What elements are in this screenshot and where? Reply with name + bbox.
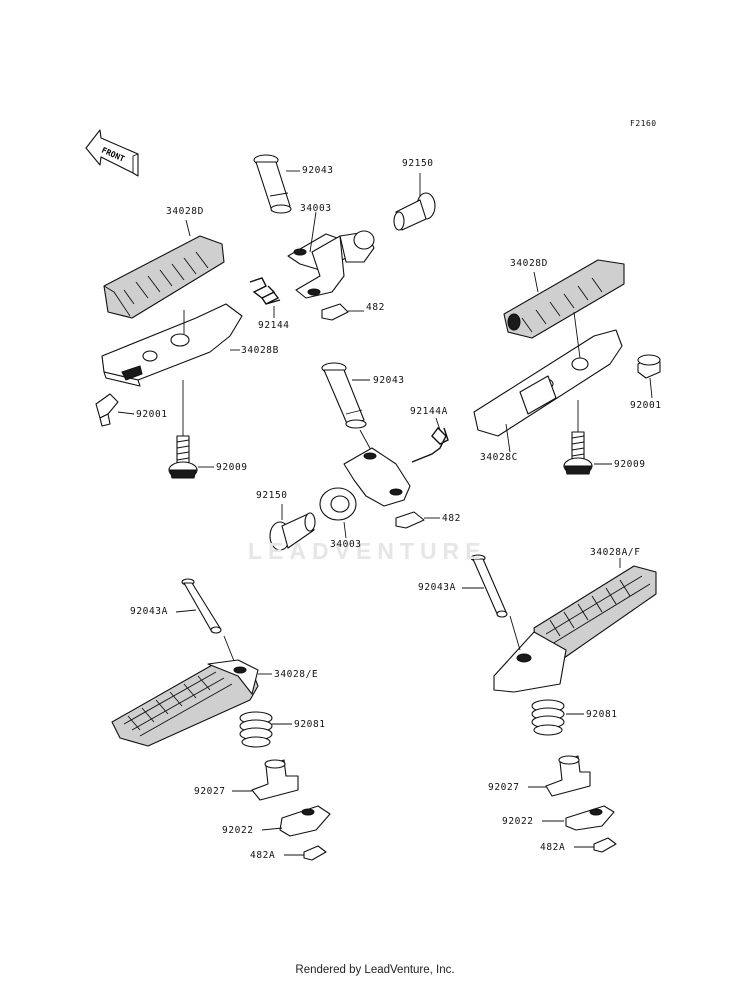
mid-bolt-92150 [269, 504, 316, 551]
label-rear-left-step[interactable]: 34028/E [274, 669, 319, 680]
label-rear-right-holder[interactable]: 92027 [488, 782, 520, 793]
rear-left-clip-482A [284, 845, 327, 861]
figure-code: F2160 [630, 119, 657, 128]
label-rear-left-holder[interactable]: 92027 [194, 786, 226, 797]
mid-bracket-34003 [319, 447, 411, 539]
label-left-rubber[interactable]: 34028D [166, 206, 204, 217]
label-rear-right-pin[interactable]: 92043A [418, 582, 456, 593]
rear-left-pin-92043A [175, 578, 237, 667]
label-mid-bolt[interactable]: 92150 [256, 490, 288, 501]
rear-right-spring-92081 [531, 699, 584, 736]
label-mid-pin[interactable]: 92043 [373, 375, 405, 386]
rear-right-footpeg-34028AF [493, 558, 657, 693]
label-left-nut[interactable]: 92001 [136, 409, 168, 420]
label-top-bolt[interactable]: 92150 [402, 158, 434, 169]
mid-pin-92043 [321, 362, 373, 453]
mid-spring-92144A [411, 417, 449, 463]
left-bolt-92009 [168, 380, 214, 479]
label-rear-right-step[interactable]: 34028A/F [590, 547, 641, 558]
label-top-pin[interactable]: 92043 [302, 165, 334, 176]
label-top-clip[interactable]: 482 [366, 302, 385, 313]
label-mid-spring[interactable]: 92144A [410, 406, 448, 417]
label-right-bolt[interactable]: 92009 [614, 459, 646, 470]
rear-left-spring-92081 [239, 711, 292, 748]
left-nut-92001 [95, 393, 135, 427]
rear-right-holder-92027 [528, 755, 591, 797]
top-spring-92144 [249, 277, 281, 318]
rear-right-clip-482A [574, 837, 617, 853]
right-footpeg-34028C [473, 311, 623, 453]
rear-right-ball-92022 [542, 805, 615, 831]
label-left-step[interactable]: 34028B [241, 345, 279, 356]
label-mid-bracket[interactable]: 34003 [330, 539, 362, 550]
label-top-bracket[interactable]: 34003 [300, 203, 332, 214]
right-nut-92001 [637, 354, 661, 399]
mid-clip-482 [395, 511, 440, 529]
rear-left-ball-92022 [261, 805, 331, 837]
label-mid-clip[interactable]: 482 [442, 513, 461, 524]
watermark: LEADVENTURE [248, 538, 487, 564]
rear-left-holder-92027 [232, 759, 299, 801]
top-pin-92043 [253, 154, 292, 214]
label-right-nut[interactable]: 92001 [630, 400, 662, 411]
right-bolt-92009 [563, 400, 612, 475]
rear-left-footpeg-34028E [111, 659, 272, 747]
label-rear-right-clip[interactable]: 482A [540, 842, 566, 853]
label-right-step[interactable]: 34028C [480, 452, 518, 463]
label-rear-right-spring[interactable]: 92081 [586, 709, 618, 720]
left-footpeg-rubber-34028D [103, 219, 225, 319]
label-rear-left-ball[interactable]: 92022 [222, 825, 254, 836]
top-bracket-34003 [287, 211, 375, 299]
rear-right-pin-92043A [462, 554, 508, 618]
label-rear-right-ball[interactable]: 92022 [502, 816, 534, 827]
front-arrow-icon: FRONT [85, 129, 139, 177]
label-right-rubber[interactable]: 34028D [510, 258, 548, 269]
top-clip-482 [321, 303, 364, 321]
label-top-spring[interactable]: 92144 [258, 320, 290, 331]
label-rear-left-spring[interactable]: 92081 [294, 719, 326, 730]
left-footpeg-34028B [101, 303, 243, 387]
footer-credit: Rendered by LeadVenture, Inc. [295, 964, 455, 976]
top-bolt-92150 [393, 173, 436, 231]
label-rear-left-pin[interactable]: 92043A [130, 606, 168, 617]
label-left-bolt[interactable]: 92009 [216, 462, 248, 473]
label-rear-left-clip[interactable]: 482A [250, 850, 276, 861]
right-footpeg-rubber-34028D [503, 259, 625, 339]
